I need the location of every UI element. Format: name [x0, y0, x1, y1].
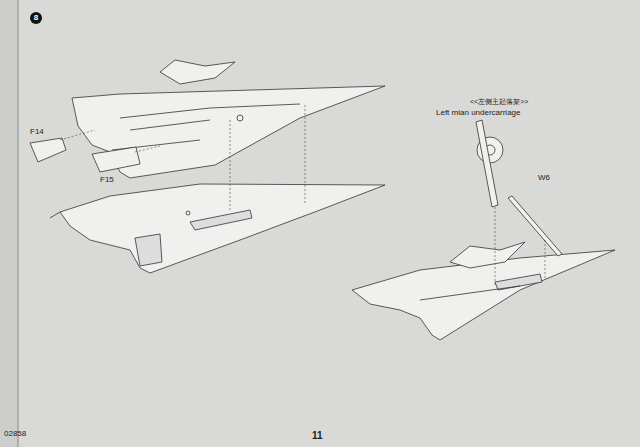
part-number: F14 — [30, 128, 44, 137]
part-caption: Left mian undercarriage — [436, 109, 521, 118]
part-number: F15 — [100, 176, 114, 185]
step-number: 8 — [30, 12, 42, 24]
kit-number: 02858 — [4, 430, 26, 439]
chinese-caption: <<左侧主起落架>> — [470, 98, 528, 106]
page-number: 11 — [312, 430, 323, 441]
part-number: W6 — [538, 174, 550, 183]
